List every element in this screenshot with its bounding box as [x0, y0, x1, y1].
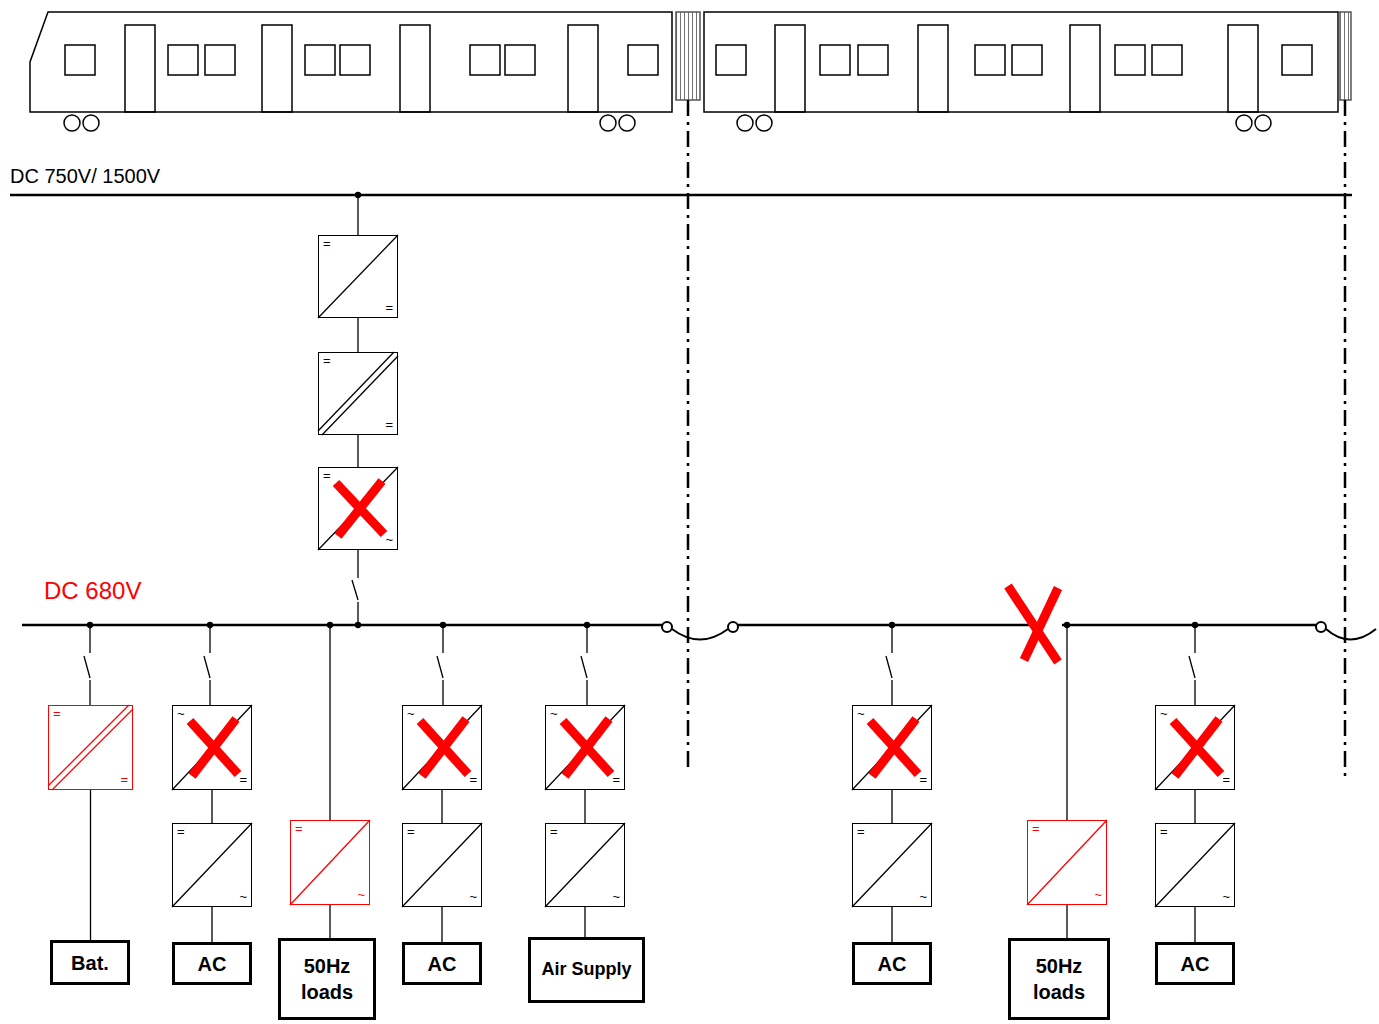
converter-box: ==	[48, 705, 133, 790]
converter-symbol: ~	[919, 890, 927, 903]
converter-symbol: =	[1222, 773, 1230, 786]
wire	[357, 435, 358, 467]
converter-diagonals	[48, 235, 1235, 907]
converter-box: ~=	[1155, 705, 1235, 790]
car-boundary	[688, 100, 1345, 776]
converter-box: =~	[318, 467, 398, 550]
converter-symbol: =	[385, 418, 393, 431]
converter-symbol: ~	[385, 533, 393, 546]
converter-box: =~	[1155, 823, 1235, 907]
load-box: AC	[1155, 942, 1235, 985]
bus-taps	[352, 193, 361, 628]
converter-box: =~	[402, 823, 482, 907]
load-label: 50Hz loads	[287, 953, 367, 1005]
converter-symbol: ~	[469, 890, 477, 903]
converter-symbol: =	[323, 354, 331, 367]
converter-symbol: ~	[612, 890, 620, 903]
fault-crosses	[190, 481, 1221, 776]
converter-symbol: =	[919, 773, 927, 786]
load-label: AC	[1181, 951, 1210, 977]
wire	[1194, 907, 1195, 942]
wire	[211, 907, 212, 942]
converter-symbol: =	[1032, 822, 1040, 835]
converter-symbol: =	[469, 773, 477, 786]
load-box: AC	[402, 942, 482, 985]
converter-box: ~=	[852, 705, 932, 790]
load-box: 50Hz loads	[1008, 938, 1110, 1020]
wire	[441, 907, 442, 942]
wire	[90, 790, 91, 940]
converter-symbol: =	[857, 825, 865, 838]
train-illustration	[30, 12, 1351, 131]
converter-box: =~	[545, 823, 625, 907]
load-label: AC	[198, 951, 227, 977]
converter-symbol: =	[612, 773, 620, 786]
converter-symbol: ~	[239, 890, 247, 903]
wire	[1194, 790, 1195, 823]
converter-box: ==	[318, 352, 398, 435]
wire	[891, 790, 892, 823]
converter-symbol: =	[53, 707, 61, 720]
converter-symbol: =	[323, 237, 331, 250]
converter-symbol: ~	[177, 707, 185, 720]
load-box: AC	[852, 942, 932, 985]
converter-box: =~	[290, 820, 370, 905]
converter-box: =~	[1027, 820, 1107, 905]
converter-box: =~	[172, 823, 252, 907]
load-label: 50Hz loads	[1017, 953, 1101, 1005]
wire	[1066, 905, 1067, 938]
converter-symbol: =	[323, 469, 331, 482]
converter-symbol: =	[120, 773, 128, 786]
converter-symbol: =	[1160, 825, 1168, 838]
converter-box: ~=	[545, 705, 625, 790]
load-label: AC	[428, 951, 457, 977]
converter-box: ~=	[172, 705, 252, 790]
wire	[441, 790, 442, 823]
load-box: AC	[172, 942, 252, 985]
converter-box: ~=	[402, 705, 482, 790]
converter-symbol: =	[239, 773, 247, 786]
bus-voltage-label: DC 680V	[44, 579, 141, 603]
converter-symbol: ~	[357, 888, 365, 901]
converter-symbol: ~	[1094, 888, 1102, 901]
load-box: 50Hz loads	[278, 938, 376, 1020]
converter-symbol: ~	[1160, 707, 1168, 720]
converter-symbol: =	[177, 825, 185, 838]
dc-buses	[10, 195, 1376, 640]
load-label: AC	[878, 951, 907, 977]
converter-symbol: =	[295, 822, 303, 835]
converter-symbol: ~	[1222, 890, 1230, 903]
converter-symbol: =	[407, 825, 415, 838]
wire	[584, 907, 585, 937]
converter-symbol: =	[385, 301, 393, 314]
wire	[211, 790, 212, 823]
converter-symbol: =	[550, 825, 558, 838]
load-label: Bat.	[71, 950, 109, 976]
bus-voltage-label: DC 750V/ 1500V	[10, 166, 160, 186]
converter-symbol: ~	[550, 707, 558, 720]
wire	[584, 790, 585, 823]
converter-symbol: ~	[857, 707, 865, 720]
converter-symbol: ~	[407, 707, 415, 720]
wire	[329, 905, 330, 938]
wire	[357, 318, 358, 352]
wire	[891, 907, 892, 942]
load-box: Air Supply	[528, 937, 645, 1003]
load-label: Air Supply	[541, 958, 631, 981]
converter-box: =~	[852, 823, 932, 907]
load-box: Bat.	[50, 940, 130, 985]
converter-box: ==	[318, 235, 398, 318]
